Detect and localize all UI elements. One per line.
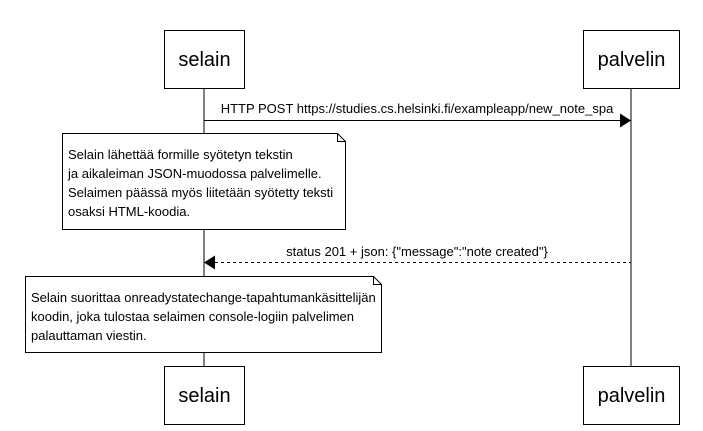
participant-palvelin-top: palvelin [583,30,680,89]
note-1-box [62,133,346,230]
participant-palvelin-bottom: palvelin [583,366,680,425]
arrowhead-right-icon [620,113,631,128]
note-fold-icon [337,133,346,142]
note-1-line-4: osaksi HTML-koodia. [68,204,190,219]
note-fold-icon [373,276,382,285]
note-1-line-3: Selaimen päässä myös liitetään syötetty … [68,185,333,200]
note-2-line-1: Selain suorittaa onreadystatechange-tapa… [31,290,376,305]
participant-selain-top-label: selain [178,49,230,71]
participant-palvelin-bottom-label: palvelin [598,385,666,407]
message-http-post-label: HTTP POST https://studies.cs.helsinki.fi… [221,101,614,116]
note-2: Selain suorittaa onreadystatechange-tapa… [25,276,382,353]
note-2-line-3: palauttaman viestin. [31,328,147,343]
message-http-post: HTTP POST https://studies.cs.helsinki.fi… [204,101,631,128]
arrowhead-left-icon [204,255,215,270]
note-1-line-2: ja aikaleiman JSON-muodossa palvelimelle… [67,166,322,181]
note-1: Selain lähettää formille syötetyn teksti… [62,133,346,230]
participant-selain-bottom: selain [164,366,245,425]
note-2-line-2: koodin, joka tulostaa selaimen console-l… [31,309,354,324]
participant-selain-top: selain [164,30,245,89]
note-1-line-1: Selain lähettää formille syötetyn teksti… [68,147,293,162]
participant-selain-bottom-label: selain [178,385,230,407]
participant-palvelin-top-label: palvelin [598,49,666,71]
message-status-201-label: status 201 + json: {"message":"note crea… [286,244,548,259]
message-status-201: status 201 + json: {"message":"note crea… [204,244,631,270]
note-2-box [25,276,382,353]
